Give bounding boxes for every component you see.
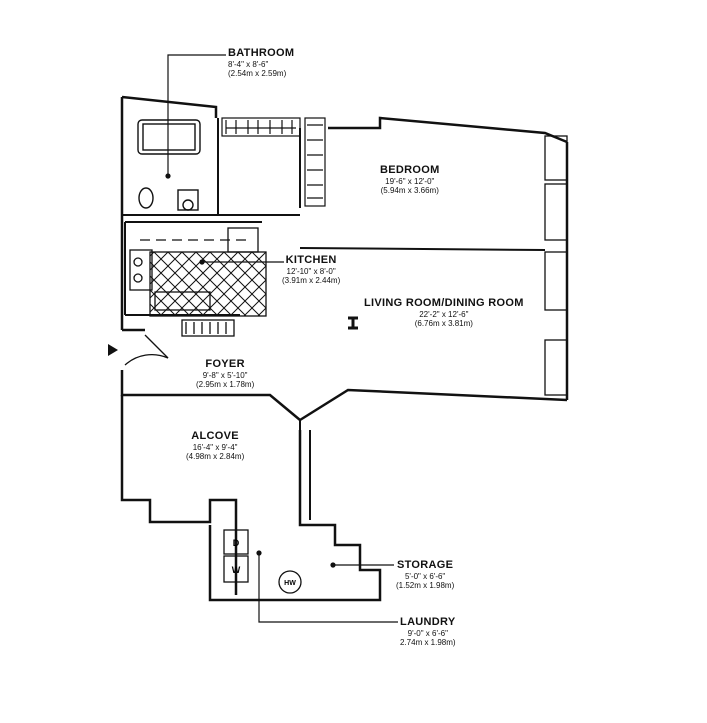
- bedroom-label: BEDROOM 19'-6" x 12'-0" (5.94m x 3.66m): [380, 164, 440, 195]
- label-leaders: [165, 54, 398, 623]
- laundry-fixtures: [223, 529, 302, 594]
- foyer-label: FOYER 9'-8" x 5'-10" (2.95m x 1.78m): [196, 358, 254, 389]
- kitchen-name: KITCHEN: [285, 254, 337, 266]
- alcove-dim-metric: (4.98m x 2.84m): [186, 451, 245, 461]
- storage-name: STORAGE: [396, 559, 454, 571]
- bedroom-name: BEDROOM: [380, 164, 440, 176]
- kitchen-dim-metric: (3.91m x 2.44m): [282, 275, 341, 285]
- laundry-label: LAUNDRY 9'-0" x 6'-6" 2.74m x 1.98m): [400, 616, 456, 647]
- bathroom-dim-imperial: 8'-4" x 8'-6": [228, 59, 269, 69]
- bathroom-fixtures: [137, 119, 201, 211]
- laundry-dim-metric: 2.74m x 1.98m): [400, 637, 456, 647]
- laundry-name: LAUNDRY: [400, 616, 456, 628]
- entry-arrow-icon: [108, 344, 118, 356]
- entry-door: [124, 334, 169, 366]
- kitchen-island: [149, 251, 267, 317]
- laundry-dim-imperial: 9'-0" x 6'-6": [407, 628, 448, 638]
- alcove-label: ALCOVE 16'-4" x 9'-4" (4.98m x 2.84m): [186, 430, 244, 461]
- alcove-dim-imperial: 16'-4" x 9'-4": [192, 442, 238, 452]
- exterior-walls: [120, 95, 569, 602]
- bedroom-dim-imperial: 19'-6" x 12'-0": [385, 176, 435, 186]
- closets: [221, 117, 326, 207]
- foyer-name: FOYER: [205, 358, 245, 370]
- water-heater-label: HW: [284, 580, 296, 587]
- windows: [544, 135, 568, 396]
- alcove-name: ALCOVE: [191, 430, 239, 442]
- bathroom-dim-metric: (2.54m x 2.59m): [228, 68, 287, 78]
- living-room-label: LIVING ROOM/DINING ROOM 22'-2" x 12'-6" …: [364, 297, 524, 328]
- kitchen-dim-imperial: 12'-10" x 8'-0": [286, 266, 336, 276]
- foyer-dim-imperial: 9'-8" x 5'-10": [202, 370, 248, 380]
- foyer-dim-metric: (2.95m x 1.78m): [196, 379, 255, 389]
- bathroom-label: BATHROOM 8'-4" x 8'-6" (2.54m x 2.59m): [228, 47, 294, 78]
- column-marker: [348, 316, 358, 330]
- living-room-name: LIVING ROOM/DINING ROOM: [364, 297, 524, 309]
- bathroom-name: BATHROOM: [228, 47, 295, 59]
- storage-dim-imperial: 5'-0" x 6'-6": [404, 571, 446, 581]
- washer-label: W: [232, 565, 241, 575]
- kitchen-label: KITCHEN 12'-10" x 8'-0" (3.91m x 2.44m): [282, 254, 340, 285]
- living-room-dim-imperial: 22'-2" x 12'-6": [419, 309, 469, 319]
- storage-label: STORAGE 5'-0" x 6'-6" (1.52m x 1.98m): [396, 559, 454, 590]
- storage-dim-metric: (1.52m x 1.98m): [396, 580, 455, 590]
- interior-walls: [122, 118, 546, 520]
- bedroom-dim-metric: (5.94m x 3.66m): [380, 185, 439, 195]
- living-room-dim-metric: (6.76m x 3.81m): [414, 318, 473, 328]
- dryer-label: D: [233, 538, 240, 548]
